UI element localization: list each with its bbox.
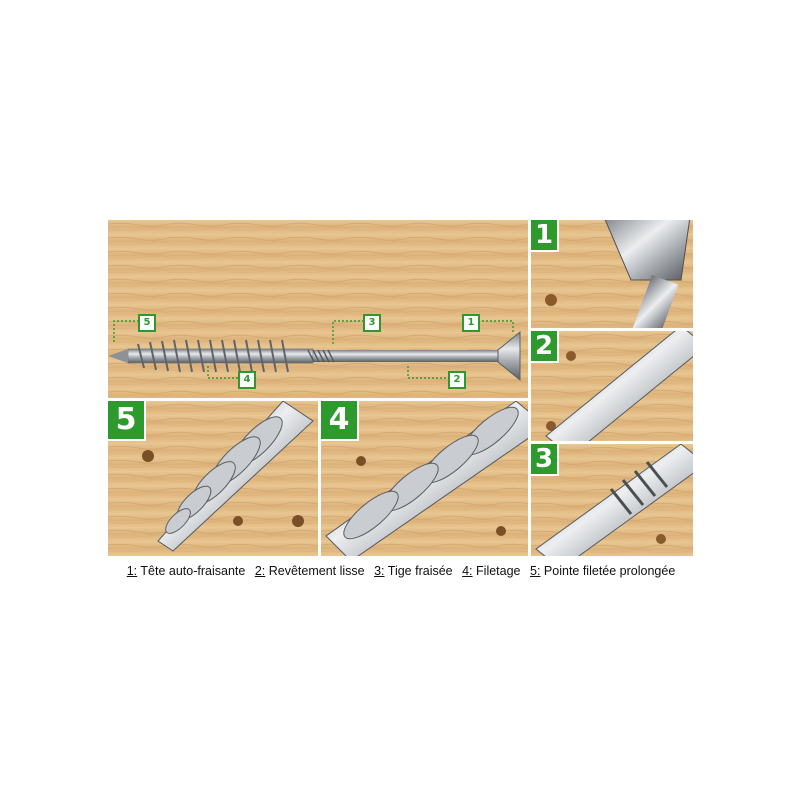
detail-panel-tip: 5: [108, 401, 318, 556]
legend-item-4: 4: Filetage: [462, 564, 521, 578]
legend-item-2: 2: Revêtement lisse: [254, 564, 365, 578]
badge-3: 3: [531, 444, 559, 476]
detail-panel-thread: 4: [321, 401, 528, 556]
callout-5: 5: [138, 314, 156, 332]
badge-4: 4: [321, 401, 359, 441]
callout-3: 3: [363, 314, 381, 332]
detail-panel-coating: 2: [531, 331, 693, 441]
detail-panel-shank: 3: [531, 444, 693, 556]
badge-1: 1: [531, 220, 559, 252]
callout-2: 2: [448, 371, 466, 389]
callout-4: 4: [238, 371, 256, 389]
badge-2: 2: [531, 331, 559, 363]
legend-caption: 1: Tête auto-fraisante 2: Revêtement lis…: [108, 564, 694, 578]
legend-item-5: 5: Pointe filetée prolongée: [530, 564, 676, 578]
legend-item-3: 3: Tige fraisée: [374, 564, 453, 578]
legend-item-1: 1: Tête auto-fraisante: [126, 564, 246, 578]
detail-panel-head: 1: [531, 220, 693, 328]
callout-1: 1: [462, 314, 480, 332]
badge-5: 5: [108, 401, 146, 441]
overview-panel: 5 3 1 4 2: [108, 220, 528, 398]
